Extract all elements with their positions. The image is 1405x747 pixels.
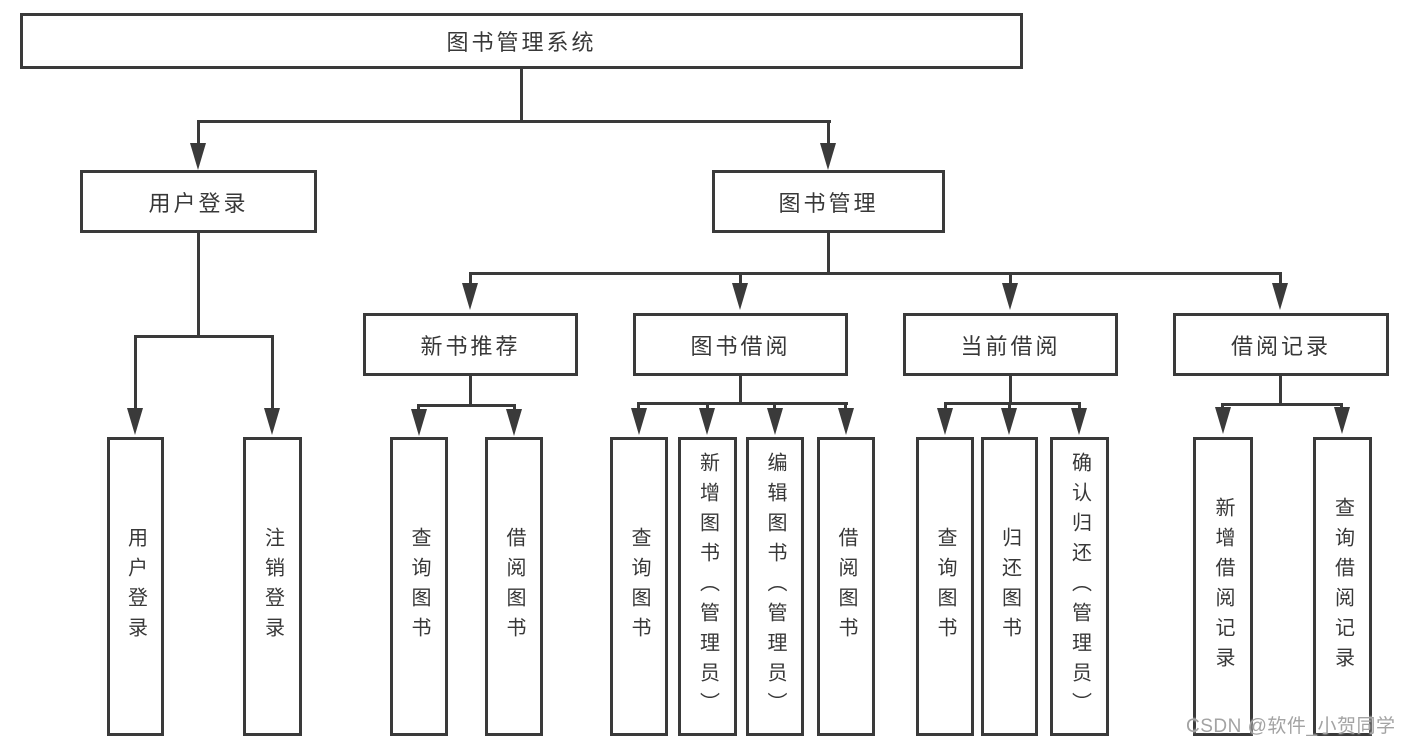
- connector-line: [197, 233, 200, 337]
- node-root-label: 图书管理系统: [446, 30, 597, 55]
- connector-line: [417, 404, 516, 407]
- connector-line: [1009, 272, 1012, 285]
- node-user-login: 用户登录: [80, 170, 317, 233]
- connector-line: [513, 404, 516, 411]
- node-book-borrowing: 图书借阅: [633, 313, 848, 376]
- leaf-user-login: 用户登录: [107, 437, 164, 736]
- connector-line: [469, 272, 1281, 275]
- arrowhead-down-icon: [631, 408, 647, 435]
- leaf-query-books-borrowing-label: 查询图书: [628, 526, 650, 647]
- watermark-text: CSDN @软件_小贺同学: [1186, 716, 1396, 737]
- connector-line: [637, 402, 640, 410]
- connector-line: [827, 120, 830, 146]
- connector-line: [706, 402, 709, 410]
- node-user-login-label: 用户登录: [148, 190, 249, 216]
- arrowhead-down-icon: [1334, 407, 1350, 434]
- connector-line: [944, 402, 1081, 405]
- node-borrowing-records: 借阅记录: [1173, 313, 1389, 376]
- arrowhead-down-icon: [1001, 408, 1017, 435]
- arrowhead-down-icon: [767, 408, 783, 435]
- arrowhead-down-icon: [127, 408, 143, 435]
- node-new-book-recommendation: 新书推荐: [363, 313, 578, 376]
- arrowhead-down-icon: [1071, 408, 1087, 435]
- connector-line: [1078, 402, 1081, 410]
- leaf-add-borrow-record: 新增借阅记录: [1193, 437, 1253, 736]
- arrowhead-down-icon: [264, 408, 280, 435]
- node-book-management-label: 图书管理: [778, 190, 879, 216]
- connector-line: [1221, 403, 1342, 406]
- connector-line: [773, 402, 776, 410]
- connector-line: [739, 272, 742, 285]
- leaf-query-books-recommend-label: 查询图书: [408, 526, 430, 647]
- arrowhead-down-icon: [190, 143, 206, 170]
- connector-line: [134, 335, 137, 410]
- connector-line: [739, 376, 742, 404]
- arrowhead-down-icon: [838, 408, 854, 435]
- connector-line: [417, 404, 420, 411]
- node-root: 图书管理系统: [20, 13, 1023, 69]
- node-current-borrowing: 当前借阅: [903, 313, 1118, 376]
- leaf-borrow-books-recommend: 借阅图书: [485, 437, 543, 736]
- leaf-borrow-books-borrowing-label: 借阅图书: [835, 526, 857, 647]
- node-book-borrowing-label: 图书借阅: [690, 333, 791, 359]
- arrowhead-down-icon: [506, 409, 522, 436]
- leaf-borrow-books-recommend-label: 借阅图书: [503, 526, 525, 647]
- connector-line: [520, 69, 523, 122]
- leaf-logout-label: 注销登录: [261, 526, 284, 647]
- leaf-borrow-books-borrowing: 借阅图书: [817, 437, 875, 736]
- leaf-query-borrow-record-label: 查询借阅记录: [1331, 496, 1354, 677]
- connector-line: [944, 402, 947, 410]
- leaf-confirm-return-admin: 确认归还（管理员）: [1050, 437, 1109, 736]
- arrowhead-down-icon: [820, 143, 836, 170]
- leaf-return-books: 归还图书: [981, 437, 1038, 736]
- arrowhead-down-icon: [411, 409, 427, 436]
- leaf-edit-books-admin-label: 编辑图书（管理员）: [764, 451, 786, 722]
- arrowhead-down-icon: [1272, 283, 1288, 310]
- leaf-add-books-admin: 新增图书（管理员）: [678, 437, 737, 736]
- node-current-borrowing-label: 当前借阅: [960, 333, 1061, 359]
- leaf-query-books-current-label: 查询图书: [934, 526, 956, 647]
- arrowhead-down-icon: [462, 283, 478, 310]
- connector-line: [1279, 376, 1282, 405]
- connector-line: [469, 272, 472, 285]
- connector-line: [134, 335, 273, 338]
- connector-line: [1221, 403, 1224, 409]
- leaf-query-books-current: 查询图书: [916, 437, 974, 736]
- node-borrowing-records-label: 借阅记录: [1230, 333, 1331, 359]
- leaf-user-login-label: 用户登录: [124, 526, 147, 647]
- connector-line: [1340, 403, 1343, 409]
- arrowhead-down-icon: [937, 408, 953, 435]
- connector-line: [637, 402, 848, 405]
- arrowhead-down-icon: [732, 283, 748, 310]
- connector-line: [469, 376, 472, 406]
- connector-line: [197, 120, 200, 146]
- node-new-book-recommendation-label: 新书推荐: [420, 333, 521, 359]
- node-book-management: 图书管理: [712, 170, 945, 233]
- leaf-add-books-admin-label: 新增图书（管理员）: [696, 451, 719, 722]
- connector-line: [1008, 402, 1011, 410]
- connector-line: [197, 120, 831, 123]
- arrowhead-down-icon: [699, 408, 715, 435]
- leaf-logout: 注销登录: [243, 437, 302, 736]
- arrowhead-down-icon: [1002, 283, 1018, 310]
- arrowhead-down-icon: [1215, 407, 1231, 434]
- leaf-query-books-borrowing: 查询图书: [610, 437, 668, 736]
- connector-line: [827, 233, 830, 274]
- connector-line: [1009, 376, 1012, 404]
- leaf-edit-books-admin: 编辑图书（管理员）: [746, 437, 804, 736]
- leaf-query-borrow-record: 查询借阅记录: [1313, 437, 1372, 736]
- leaf-confirm-return-admin-label: 确认归还（管理员）: [1068, 451, 1091, 722]
- connector-line: [844, 402, 847, 410]
- leaf-return-books-label: 归还图书: [998, 526, 1021, 647]
- leaf-query-books-recommend: 查询图书: [390, 437, 448, 736]
- connector-line: [271, 335, 274, 410]
- connector-line: [1279, 272, 1282, 285]
- leaf-add-borrow-record-label: 新增借阅记录: [1212, 496, 1234, 677]
